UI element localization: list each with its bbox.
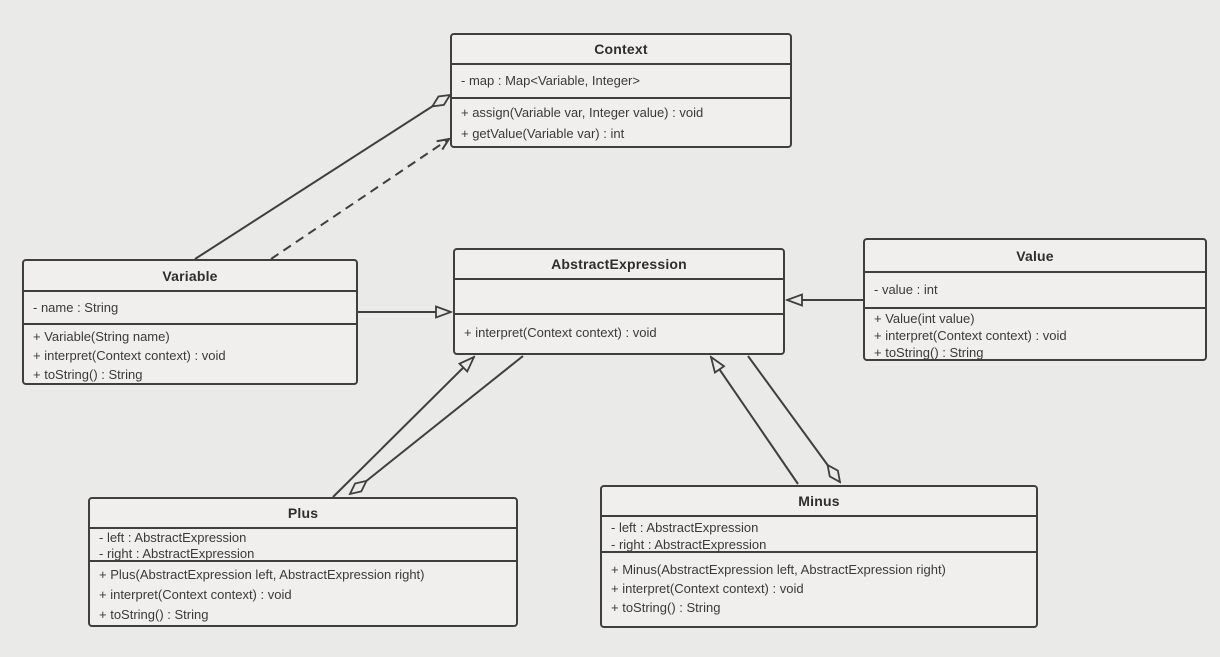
method: + toString() : String [99,607,209,622]
class-methods: + Value(int value) + interpret(Context c… [865,307,1205,359]
attribute: - value : int [874,282,938,297]
method: + interpret(Context context) : void [611,581,804,596]
class-attributes: - map : Map<Variable, Integer> [452,63,790,97]
class-title: AbstractExpression [551,256,687,272]
class-title: Value [1016,247,1054,264]
attribute: - name : String [33,300,119,315]
method: + toString() : String [33,367,143,382]
class-attributes: - left : AbstractExpression - right : Ab… [602,515,1036,551]
class-abstractexpression[interactable]: AbstractExpression + interpret(Context c… [453,248,785,355]
method: + toString() : String [611,600,721,615]
attribute: - right : AbstractExpression [611,537,767,551]
method: + interpret(Context context) : void [874,328,1067,343]
class-context[interactable]: Context - map : Map<Variable, Integer> +… [450,33,792,148]
class-title: Minus [798,493,840,509]
attribute: - left : AbstractExpression [611,520,759,535]
method: + interpret(Context context) : void [99,587,292,602]
class-attributes [455,278,783,313]
attribute: - left : AbstractExpression [99,530,247,545]
method: + toString() : String [874,345,984,359]
class-variable[interactable]: Variable - name : String + Variable(Stri… [22,259,358,385]
class-plus[interactable]: Plus - left : AbstractExpression - right… [88,497,518,627]
edge-variable-context-aggregation [194,95,450,260]
edge-minus-abstractexpression-generalization [711,357,799,485]
class-title: Context [594,41,648,57]
method: + Plus(AbstractExpression left, Abstract… [99,567,425,582]
class-minus[interactable]: Minus - left : AbstractExpression - righ… [600,485,1038,628]
method: + Minus(AbstractExpression left, Abstrac… [611,562,946,577]
class-methods: + assign(Variable var, Integer value) : … [452,97,790,146]
method: + assign(Variable var, Integer value) : … [461,105,704,120]
edge-plus-abstractexpression-aggregation [350,355,524,494]
edge-plus-abstractexpression-generalization [332,357,474,498]
class-attributes: - left : AbstractExpression - right : Ab… [90,527,516,560]
class-title: Plus [287,505,319,521]
class-attributes: - name : String [24,290,356,323]
class-methods: + Variable(String name) + interpret(Cont… [24,323,356,383]
method: + Value(int value) [874,311,975,326]
attribute: - map : Map<Variable, Integer> [461,73,640,88]
class-methods: + interpret(Context context) : void [455,313,783,353]
class-title: Variable [162,267,218,284]
class-methods: + Plus(AbstractExpression left, Abstract… [90,560,516,625]
class-methods: + Minus(AbstractExpression left, Abstrac… [602,551,1036,626]
method: + Variable(String name) [33,329,170,344]
method: + interpret(Context context) : void [33,348,226,363]
method: + getValue(Variable var) : int [461,126,625,141]
class-attributes: - value : int [865,271,1205,307]
edge-variable-context-dependency [270,139,449,260]
edge-minus-abstractexpression-aggregation [747,355,840,482]
attribute: - right : AbstractExpression [99,546,255,560]
class-value[interactable]: Value - value : int + Value(int value) +… [863,238,1207,361]
method: + interpret(Context context) : void [464,325,657,340]
